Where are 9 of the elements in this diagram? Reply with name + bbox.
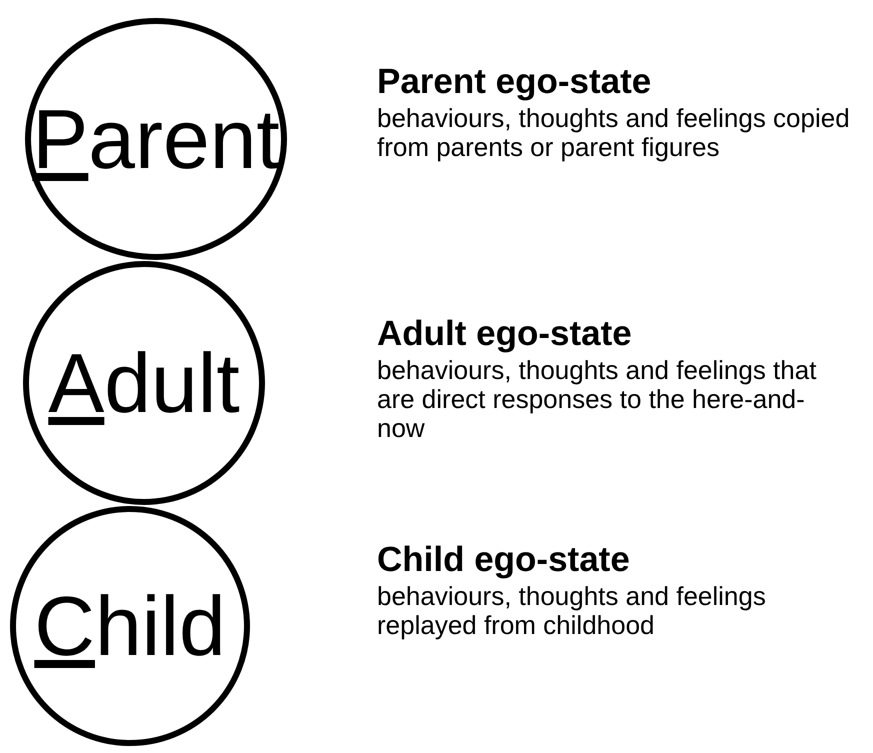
state-description: behaviours, thoughts and feelings replayed from childhood xyxy=(377,582,767,640)
state-description: behaviours, thoughts and feelings that are direct responses to the here-and-now xyxy=(377,356,818,444)
circle-label: Parent xyxy=(32,97,280,181)
circle-label: Child xyxy=(34,584,226,668)
state-heading: Child ego-state xyxy=(377,540,631,580)
state-heading: Parent ego-state xyxy=(377,62,652,102)
state-heading: Adult ego-state xyxy=(377,314,633,354)
circle-label: Adult xyxy=(48,341,240,425)
state-description: behaviours, thoughts and feelings copied from parents or parent figures xyxy=(377,104,851,162)
